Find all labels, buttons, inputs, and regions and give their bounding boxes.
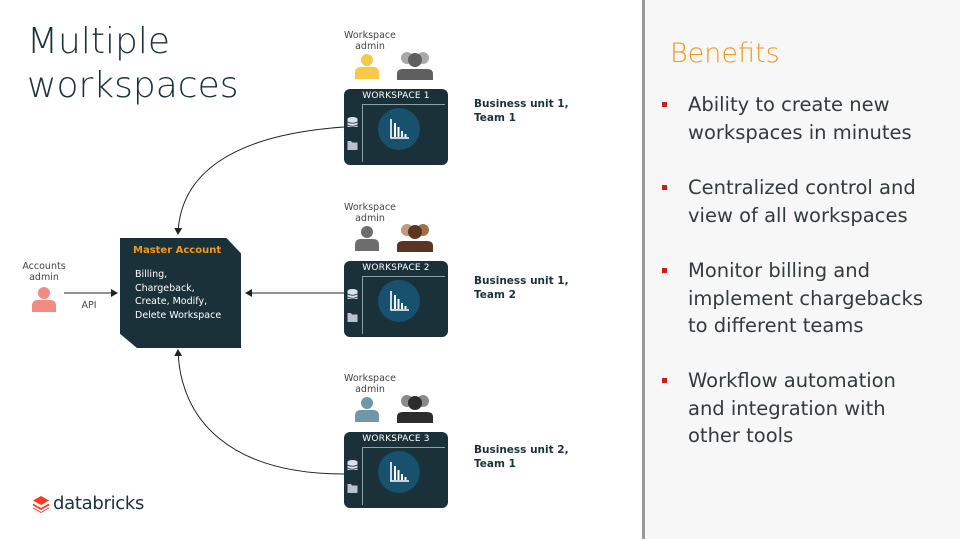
team-group-icon <box>397 224 433 252</box>
accounts-admin-line-1: Accounts <box>22 261 66 272</box>
team-group-icon <box>397 395 433 423</box>
folder-icon <box>347 484 358 493</box>
workspace-1-card: WORKSPACE 1 <box>344 89 448 165</box>
folder-icon <box>347 141 358 150</box>
workspace-admin-line-1: Workspace <box>344 373 396 384</box>
chart-icon <box>390 119 409 139</box>
page-title: Multiple workspaces <box>27 20 238 108</box>
workspace-2-analytics-circle <box>378 280 420 322</box>
workspace-3-analytics-circle <box>378 451 420 493</box>
title-line-1: Multiple <box>27 21 170 62</box>
business-unit-line-2: Team 1 <box>474 112 516 124</box>
workspace-2-title: WORKSPACE 2 <box>362 263 430 273</box>
benefit-line: workspaces in minutes <box>688 120 912 144</box>
databricks-logo-text: databricks <box>53 493 145 514</box>
database-icon <box>347 289 358 299</box>
workspace-admin-line-2: admin <box>355 384 385 395</box>
api-label: API <box>81 300 97 311</box>
workspace-admin-line-2: admin <box>355 213 385 224</box>
workspace-2-card: WORKSPACE 2 <box>344 261 448 337</box>
benefit-line: other tools <box>688 424 794 447</box>
bullet-icon <box>662 268 667 273</box>
workspace-1-title: WORKSPACE 1 <box>362 91 430 101</box>
vertical-divider <box>642 0 645 539</box>
benefit-line: view of all workspaces <box>688 203 908 227</box>
benefits-panel <box>645 0 960 539</box>
arrow-ws1-to-master <box>174 126 345 235</box>
business-unit-line-1: Business unit 2, <box>474 444 569 456</box>
workspace-admin-line-1: Workspace <box>344 202 396 213</box>
title-line-2: workspaces <box>27 65 239 106</box>
workspace-1-inner <box>362 104 445 162</box>
workspace-admin-person-icon <box>355 226 379 251</box>
benefit-line: Ability to create new <box>688 93 890 116</box>
business-unit-label-3: Business unit 2, Team 1 <box>474 443 569 471</box>
business-unit-line-2: Team 1 <box>474 458 516 470</box>
workspace-admin-label-1: Workspace admin <box>342 30 398 52</box>
master-account-box <box>120 238 241 348</box>
benefit-item: Monitor billing and implement chargeback… <box>662 257 947 340</box>
business-unit-line-1: Business unit 1, <box>474 275 569 287</box>
workspace-1-analytics-circle <box>378 108 420 150</box>
workspace-admin-label-2: Workspace admin <box>342 202 398 224</box>
master-account-title: Master Account <box>133 245 222 256</box>
accounts-admin-label: Accounts admin <box>14 261 74 283</box>
bullet-icon <box>662 378 667 383</box>
business-unit-label-2: Business unit 1, Team 2 <box>474 274 569 302</box>
bullet-icon <box>662 185 667 190</box>
accounts-admin-line-2: admin <box>29 272 59 283</box>
business-unit-line-1: Business unit 1, <box>474 98 569 110</box>
chart-icon <box>390 291 409 311</box>
workspace-admin-line-1: Workspace <box>344 30 396 41</box>
workspace-3-title: WORKSPACE 3 <box>362 434 430 444</box>
workspace-admin-person-icon <box>355 54 379 79</box>
database-icon <box>347 117 358 127</box>
benefit-line: implement chargebacks <box>688 286 923 310</box>
benefit-line: to different teams <box>688 314 864 337</box>
bullet-icon <box>662 102 667 107</box>
chart-icon <box>390 462 409 482</box>
benefit-line: Workflow automation <box>688 369 896 392</box>
databricks-logo-icon <box>33 496 49 513</box>
master-account-body: Billing, Chargeback, Create, Modify, Del… <box>135 268 221 322</box>
connector-arrows <box>64 126 345 475</box>
business-unit-line-2: Team 2 <box>474 289 516 301</box>
benefit-item: Centralized control and view of all work… <box>662 174 947 229</box>
workspace-admin-label-3: Workspace admin <box>342 373 398 395</box>
database-icon <box>347 460 358 470</box>
workspace-admin-line-2: admin <box>355 41 385 52</box>
folder-icon <box>347 313 358 322</box>
workspace-3-inner <box>362 447 445 505</box>
business-unit-label-1: Business unit 1, Team 1 <box>474 97 569 125</box>
team-group-icon <box>397 52 433 80</box>
arrow-ws3-to-master <box>174 349 345 475</box>
benefits-title: Benefits <box>670 38 780 69</box>
master-account-line: Billing, <box>135 269 168 280</box>
workspace-3-card: WORKSPACE 3 <box>344 432 448 508</box>
benefit-item: Workflow automation and integration with… <box>662 367 947 450</box>
master-account-line: Create, Modify, <box>135 296 208 307</box>
benefit-line: Centralized control and <box>688 176 916 199</box>
workspace-admin-person-icon <box>355 397 379 422</box>
benefit-item: Ability to create new workspaces in minu… <box>662 91 947 146</box>
master-account-line: Delete Workspace <box>135 309 222 321</box>
master-account-line: Chargeback, <box>135 282 195 294</box>
benefit-line: Monitor billing and <box>688 259 870 282</box>
accounts-admin-person-icon <box>32 287 56 312</box>
benefit-line: and integration with <box>688 396 886 420</box>
workspace-2-inner <box>362 276 445 334</box>
